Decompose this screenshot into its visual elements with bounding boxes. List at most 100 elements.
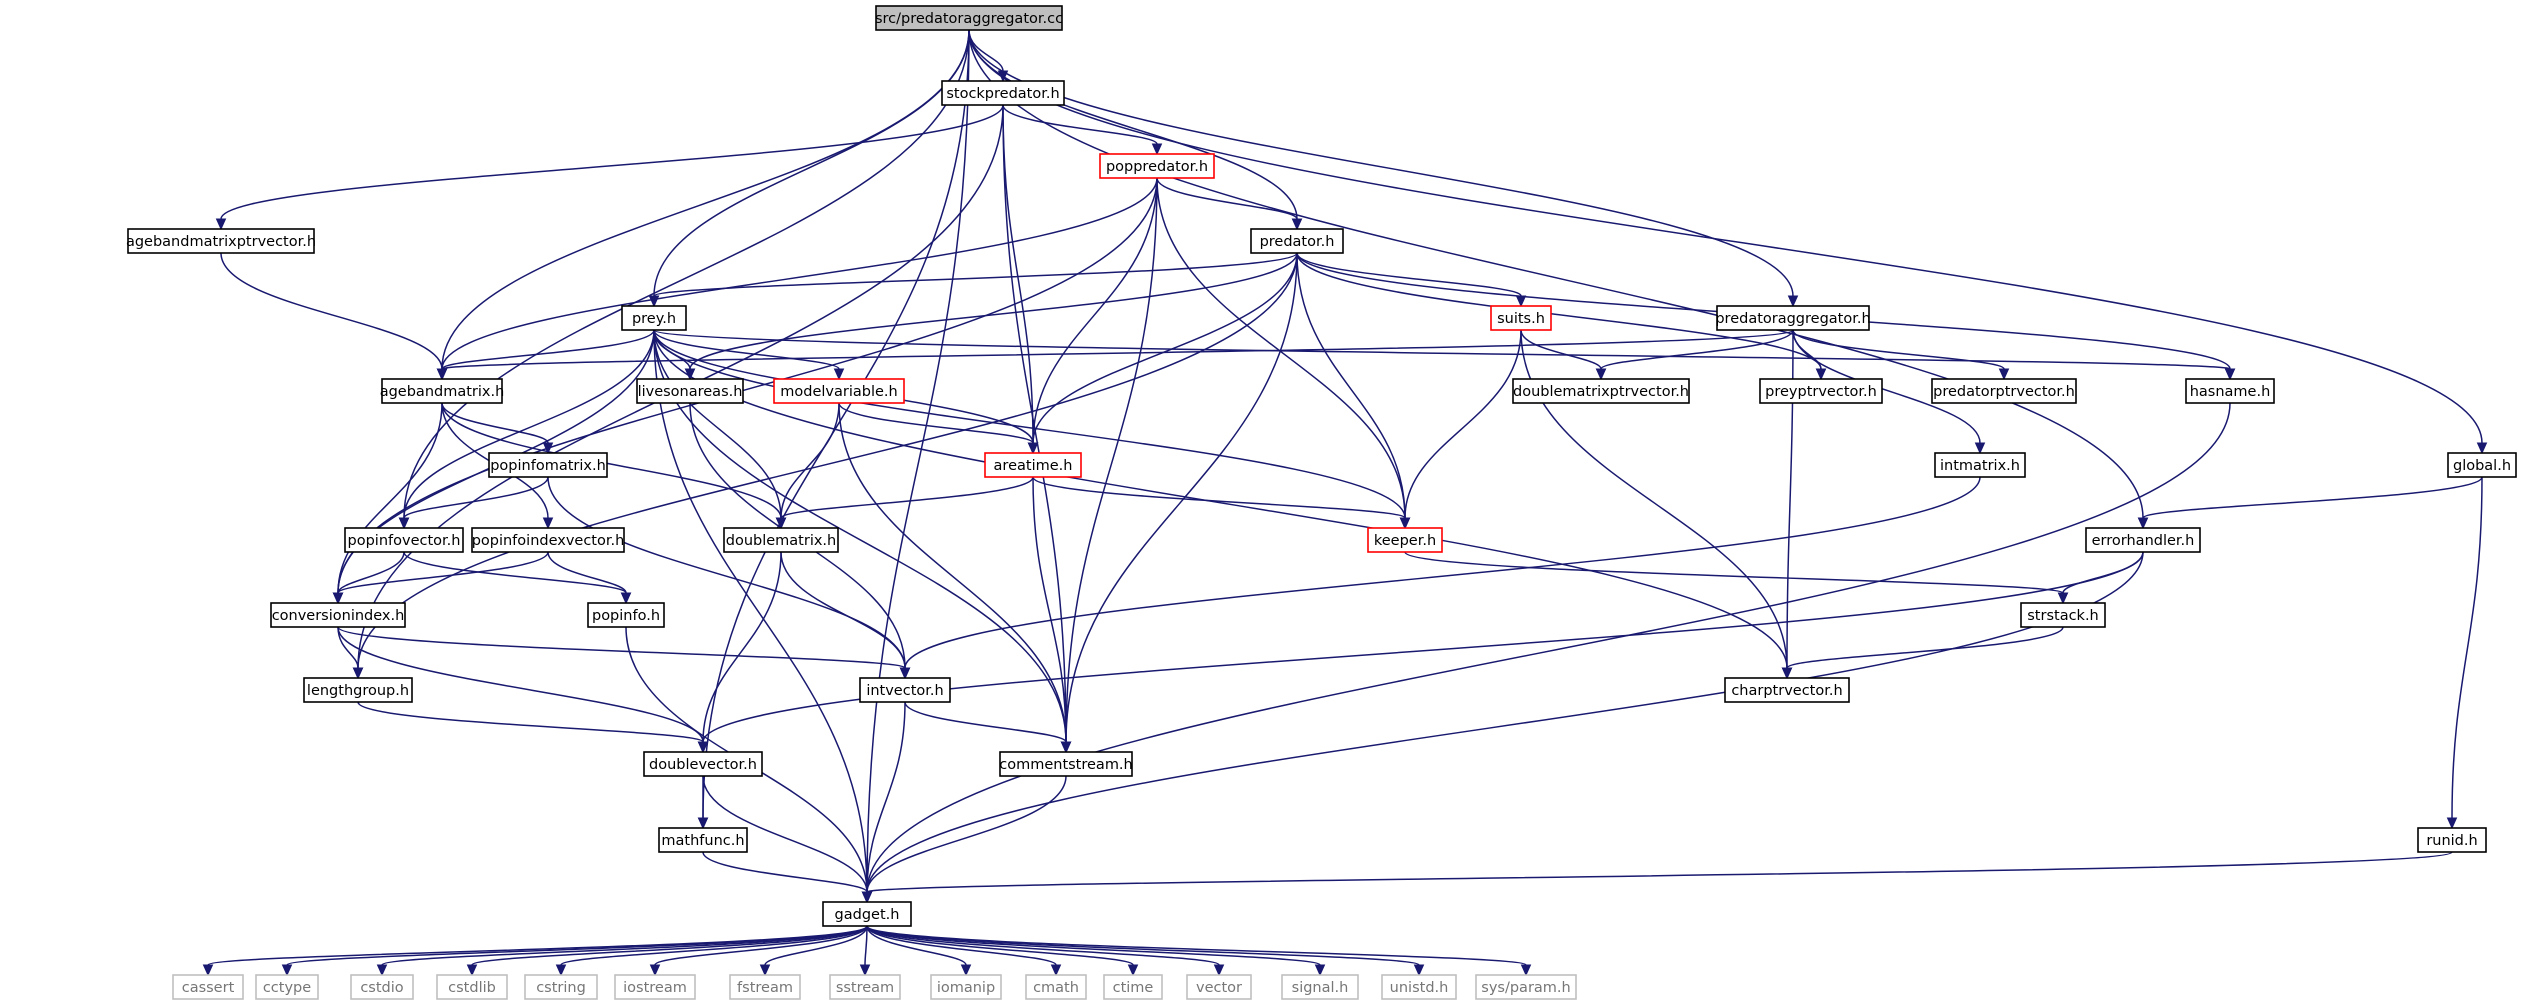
node-prey[interactable]: prey.h [621,305,687,331]
node-conversionindex[interactable]: conversionindex.h [270,602,406,628]
node-popinfo[interactable]: popinfo.h [587,602,665,628]
edge-root-to-predatoraggregator [968,29,1799,308]
node-mathfunc[interactable]: mathfunc.h [658,827,748,853]
node-iomanip: iomanip [930,974,1002,1000]
edge-root-to-gadget [861,29,970,904]
node-hasname[interactable]: hasname.h [2185,378,2275,404]
edge-keeper-to-strstack [1404,551,2069,605]
node-box [488,452,608,478]
node-box [1367,527,1443,553]
node-label: predatorptrvector.h [1933,384,2075,400]
node-errorhandler[interactable]: errorhandler.h [2085,527,2201,553]
edge-gadget-to-unistd [866,925,1425,977]
node-label: preyptrvector.h [1765,384,1877,400]
node-box [1186,974,1252,1000]
node-runid[interactable]: runid.h [2417,827,2487,853]
node-box [344,527,464,553]
node-box [1931,378,2077,404]
node-agebandmatrixptrvector[interactable]: agebandmatrixptrvector.h [126,228,316,254]
node-label: intmatrix.h [1940,458,2020,474]
edge-popinfomatrix-to-popinfovector [398,476,549,530]
node-intmatrix[interactable]: intmatrix.h [1934,452,2026,478]
node-box [436,974,508,1000]
edge-gadget-to-cctype [281,925,868,977]
node-suits[interactable]: suits.h [1490,305,1552,331]
node-box [941,80,1065,106]
edge-global-to-errorhandler [2137,476,2483,530]
edge-agebandmatrix-to-popinfomatrix [441,402,554,455]
node-charptrvector[interactable]: charptrvector.h [1724,677,1850,703]
edge-predator-to-commentstream [1060,252,1298,754]
node-cmath: cmath [1025,974,1087,1000]
node-livesonareas[interactable]: livesonareas.h [636,378,744,404]
node-box [2020,602,2106,628]
node-root[interactable]: src/predatoraggregator.cc [875,5,1063,31]
node-box [1099,153,1215,179]
node-label: vector [1196,980,1242,996]
node-strstack[interactable]: strstack.h [2020,602,2106,628]
node-label: doublematrix.h [726,533,837,549]
node-predatorptrvector[interactable]: predatorptrvector.h [1931,378,2077,404]
node-label: popinfoindexvector.h [472,533,625,549]
node-areatime[interactable]: areatime.h [984,452,1082,478]
node-box [172,974,244,1000]
edge-areatime-to-doublematrix [775,476,1034,530]
node-label: conversionindex.h [272,608,405,624]
node-preyptrvector[interactable]: preyptrvector.h [1759,378,1883,404]
node-box [1103,974,1163,1000]
node-popinfovector[interactable]: popinfovector.h [344,527,464,553]
node-label: prey.h [632,311,676,327]
node-box [2417,827,2487,853]
node-global[interactable]: global.h [2447,452,2517,478]
node-box [350,974,414,1000]
node-predator[interactable]: predator.h [1250,228,1344,254]
node-label: mathfunc.h [661,833,744,849]
node-label: cassert [182,980,235,996]
node-popinfoindexvector[interactable]: popinfoindexvector.h [471,527,625,553]
node-stockpredator[interactable]: stockpredator.h [941,80,1065,106]
node-label: doublematrixptrvector.h [1513,384,1689,400]
edge-predatoraggregator-to-doublematrixptrvector [1595,329,1794,381]
node-label: doublevector.h [649,757,757,773]
node-label: livesonareas.h [638,384,743,400]
node-gadget[interactable]: gadget.h [822,901,912,927]
edge-gadget-to-cstdio [376,925,868,977]
edge-doublevector-to-mathfunc [697,776,709,830]
node-box [1281,974,1359,1000]
node-box [822,901,912,927]
node-label: ctime [1113,980,1154,996]
node-box [2085,527,2201,553]
node-signal: signal.h [1281,974,1359,1000]
edge-gadget-to-cstdlib [466,925,868,977]
node-doublematrix[interactable]: doublematrix.h [723,527,839,553]
edge-popinfoindexvector-to-popinfo [547,551,632,605]
node-predatoraggregator[interactable]: predatoraggregator.h [1715,305,1871,331]
node-doublevector[interactable]: doublevector.h [643,751,763,777]
node-doublematrixptrvector[interactable]: doublematrixptrvector.h [1512,378,1690,404]
node-label: iostream [623,980,687,996]
edge-areatime-to-commentstream [1032,476,1072,754]
node-box [1716,305,1870,331]
node-agebandmatrix[interactable]: agebandmatrix.h [380,378,505,404]
edge-prey-to-agebandmatrix [436,329,655,381]
node-label: predatoraggregator.h [1715,311,1870,327]
node-popinfomatrix[interactable]: popinfomatrix.h [488,452,608,478]
edge-stockpredator-to-poppredator [1002,104,1163,156]
node-box [658,827,748,853]
node-modelvariable[interactable]: modelvariable.h [773,378,905,404]
node-intvector[interactable]: intvector.h [859,677,951,703]
node-label: runid.h [2426,833,2477,849]
node-box [2447,452,2517,478]
node-label: gadget.h [835,907,900,923]
edge-lengthgroup-to-doublevector [357,701,709,754]
node-box [1490,305,1552,331]
edge-prey-to-hasname [653,329,2236,381]
edge-predatoraggregator-to-intmatrix [1792,329,1986,455]
node-lengthgroup[interactable]: lengthgroup.h [303,677,413,703]
node-keeper[interactable]: keeper.h [1367,527,1443,553]
node-commentstream[interactable]: commentstream.h [999,751,1133,777]
node-label: areatime.h [994,458,1073,474]
node-poppredator[interactable]: poppredator.h [1099,153,1215,179]
node-box [614,974,696,1000]
